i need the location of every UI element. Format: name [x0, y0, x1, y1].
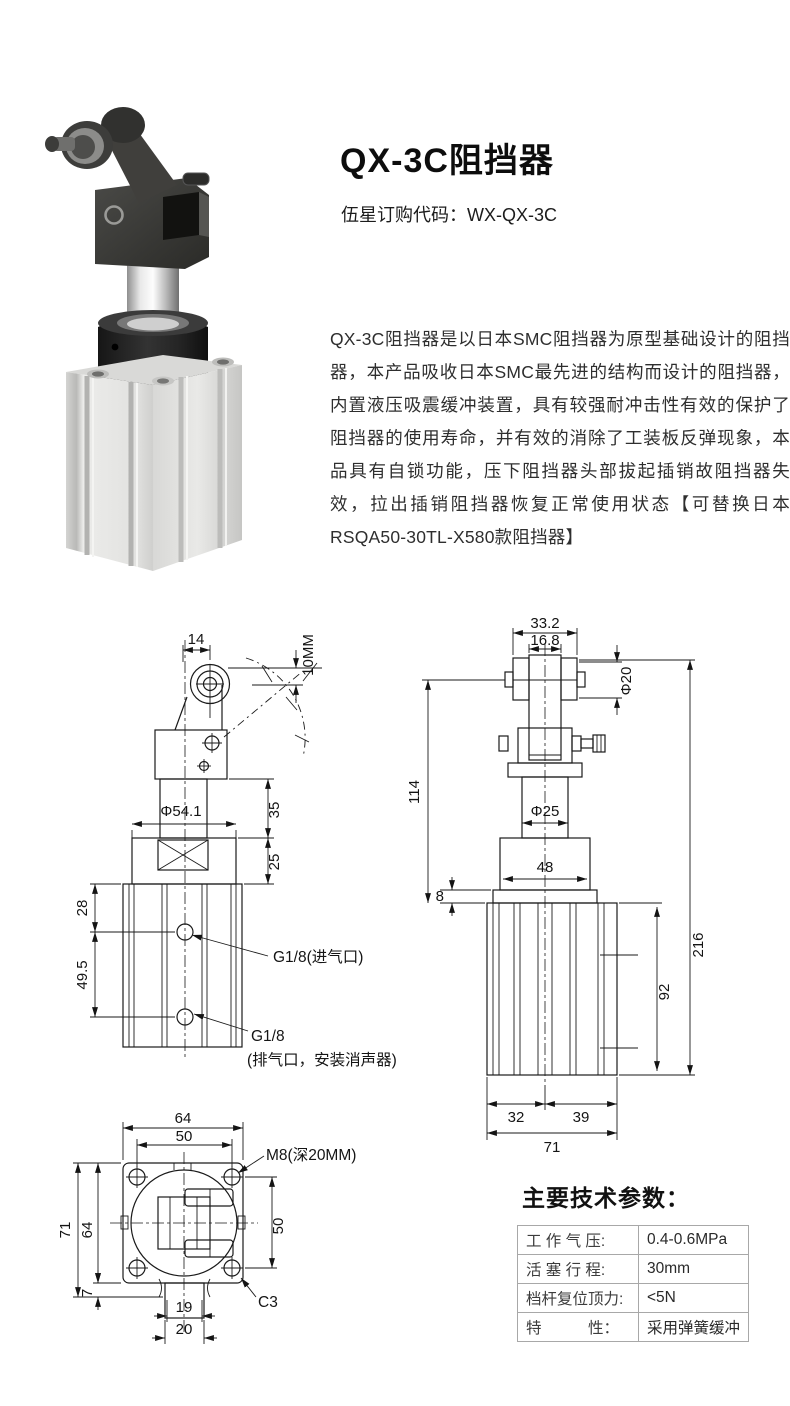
- dim-inner-height: 64: [79, 1222, 96, 1239]
- dim-tab-offset: 7: [79, 1289, 96, 1297]
- product-title: QX-3C阻挡器: [340, 142, 554, 180]
- dim-body-width: 71: [544, 1139, 561, 1156]
- photo-head-block: [95, 172, 210, 269]
- dim-outer-width: 64: [175, 1110, 192, 1127]
- dim-roller-dia: Φ20: [618, 667, 635, 696]
- dim-slot-width: 19: [176, 1299, 193, 1316]
- table-row: 工 作 气 压: 0.4-0.6MPa: [517, 1225, 750, 1255]
- spec-label: 特 性：: [517, 1312, 639, 1342]
- top-view-drawing: 64 50 M8(深20MM) 71 64 7 50: [57, 1110, 356, 1344]
- dim-collar-dia: Φ54.1: [160, 803, 201, 820]
- dim-port-spacing: 49.5: [74, 960, 91, 989]
- spec-value: 采用弹簧缓冲: [637, 1312, 750, 1342]
- product-photo: [45, 107, 242, 571]
- label-exhaust-port-line1: G1/8: [251, 1028, 285, 1045]
- dim-flange-height: 25: [266, 854, 283, 871]
- spec-value: 0.4-0.6MPa: [637, 1225, 750, 1255]
- table-row: 活 塞 行 程: 30mm: [517, 1254, 750, 1284]
- dim-roller-width: 10MM: [300, 634, 317, 676]
- dim-tab-width: 20: [176, 1321, 193, 1338]
- dim-upper-height: 114: [406, 780, 423, 804]
- dim-roller-inner-width: 16.8: [530, 632, 559, 649]
- dim-bolt-spacing-h: 50: [176, 1128, 193, 1145]
- dim-head-height: 35: [266, 802, 283, 819]
- specs-table: 工 作 气 压: 0.4-0.6MPa 活 塞 行 程: 30mm 档杆复位顶力…: [517, 1225, 750, 1342]
- dim-roller-outer-width: 33.2: [530, 615, 559, 632]
- dim-step-height: 8: [436, 888, 444, 905]
- dim-bottom-left-width: 32: [508, 1109, 525, 1126]
- specs-title: 主要技术参数：: [522, 1185, 690, 1211]
- dim-flange-width: 48: [537, 859, 554, 876]
- spec-value: <5N: [637, 1283, 750, 1313]
- dim-body-height: 92: [656, 984, 673, 1001]
- label-chamfer: C3: [258, 1294, 278, 1311]
- dim-outer-height: 71: [57, 1222, 74, 1239]
- side-view-drawing: 33.2 16.8 Φ20: [406, 615, 707, 1156]
- label-inlet-port: G1/8(进气口): [273, 948, 363, 966]
- table-row: 特 性： 采用弹簧缓冲: [517, 1312, 750, 1342]
- photo-lever-roller: [45, 107, 177, 203]
- dim-port1-offset: 28: [74, 900, 91, 917]
- photo-body: [66, 355, 242, 571]
- label-thread: M8(深20MM): [266, 1146, 356, 1164]
- front-view-drawing: 14 10MM Φ54.1: [74, 631, 397, 1069]
- label-exhaust-port-line2: (排气口，安装消声器): [247, 1051, 397, 1069]
- order-code: 伍星订购代码：WX-QX-3C: [341, 205, 557, 225]
- table-row: 档杆复位顶力: <5N: [517, 1283, 750, 1313]
- spec-label: 工 作 气 压:: [517, 1225, 639, 1255]
- product-description: QX-3C阻挡器是以日本SMC阻挡器为原型基础设计的阻挡器，本产品吸收日本SMC…: [330, 329, 790, 547]
- spec-value: 30mm: [637, 1254, 750, 1284]
- dim-lever-pin-width: 14: [188, 631, 205, 648]
- spec-label: 档杆复位顶力:: [517, 1283, 639, 1313]
- dim-rod-dia: Φ25: [531, 803, 560, 820]
- dim-bottom-right-width: 39: [573, 1109, 590, 1126]
- dim-total-height: 216: [690, 932, 707, 957]
- dim-bolt-spacing-v: 50: [270, 1218, 287, 1235]
- spec-label: 活 塞 行 程:: [517, 1254, 639, 1284]
